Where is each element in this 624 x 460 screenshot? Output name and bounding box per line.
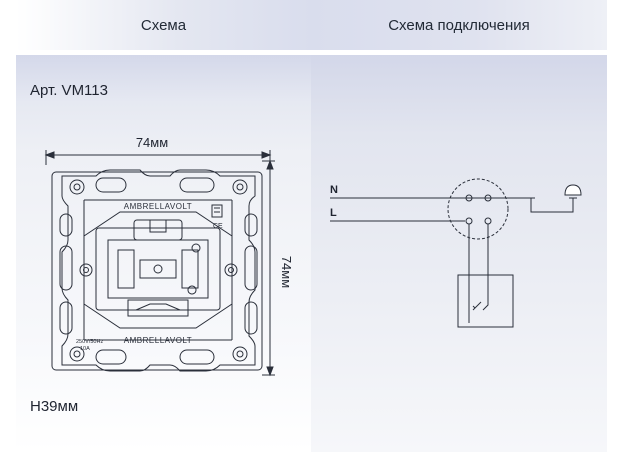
height-dimension-label: 74мм (279, 256, 294, 288)
tab-scheme-label: Схема (140, 16, 187, 34)
lamp-icon (564, 184, 582, 199)
tab-scheme[interactable]: Схема (16, 0, 311, 50)
width-dimension-line (44, 150, 272, 165)
brand-text-top: AMBRELLAVOLT (124, 202, 192, 211)
junction-box-icon (447, 178, 509, 240)
article-number: Арт. VM113 (30, 82, 108, 99)
rating-current: 10A (80, 346, 90, 352)
wiring-diagram: N L (330, 178, 582, 328)
tab-wiring-label: Схема подключения (388, 16, 530, 34)
switch-body (95, 227, 221, 311)
lamp-wire (491, 197, 574, 213)
line-label: L (330, 207, 337, 219)
depth-dimension: H39мм (30, 398, 79, 415)
tab-wiring-diagram[interactable]: Схема подключения (311, 0, 607, 50)
neutral-label: N (330, 184, 338, 196)
width-dimension-label: 74мм (136, 135, 168, 150)
rating-voltage: 250V/50Hz (76, 339, 103, 345)
brand-text-bottom: AMBRELLAVOLT (124, 336, 192, 345)
switch-symbol-icon (472, 300, 489, 311)
height-dimension-line (262, 159, 275, 377)
switch-box (457, 274, 514, 328)
ce-mark: CE (213, 223, 223, 230)
corner-screws (69, 179, 248, 362)
mounting-frame (61, 169, 256, 372)
wiring-panel (311, 55, 607, 452)
